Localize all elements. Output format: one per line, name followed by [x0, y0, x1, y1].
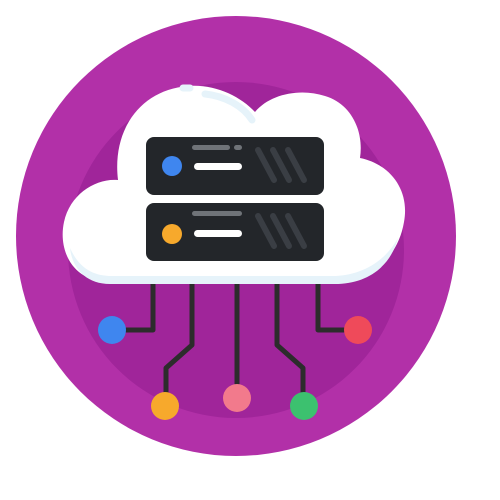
status-led-orange [162, 224, 182, 244]
wire-orange [163, 272, 195, 408]
server-top-label-line [192, 145, 230, 150]
node-red [344, 316, 372, 344]
server-top-label-dot [234, 145, 242, 150]
status-led-blue [162, 156, 182, 176]
node-blue [98, 316, 126, 344]
cloud-shade [70, 238, 398, 284]
network-nodes [98, 316, 372, 420]
server-unit-top [146, 137, 324, 195]
cloud-highlight [201, 90, 256, 124]
server-bottom-slot [194, 230, 242, 237]
node-orange [151, 392, 179, 420]
server-bottom-vents [255, 213, 307, 249]
server-bottom-label-line [192, 211, 242, 216]
wire-blue [111, 272, 156, 333]
server-unit-bottom [146, 203, 324, 261]
server-top-slot [194, 163, 242, 170]
server-top-vents [255, 147, 307, 183]
network-wires [111, 272, 360, 408]
node-green [290, 392, 318, 420]
node-pink [223, 384, 251, 412]
wire-green [274, 272, 306, 408]
